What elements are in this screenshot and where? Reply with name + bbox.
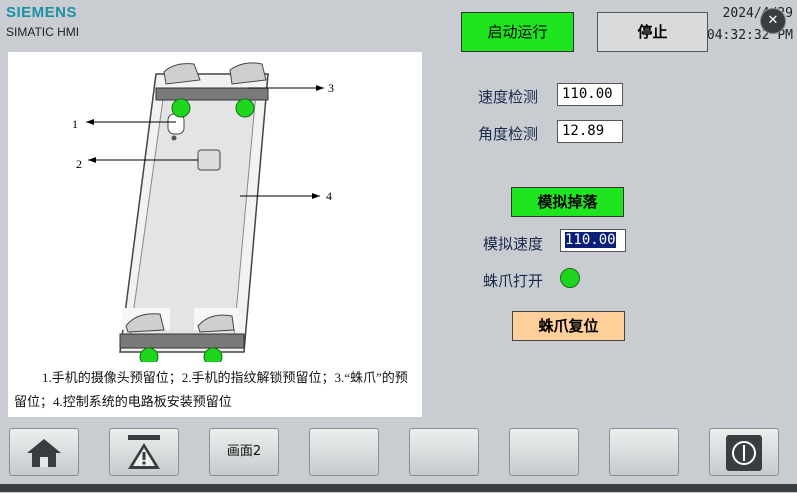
function-key-6[interactable] — [509, 428, 579, 476]
callout-4: 4 — [326, 189, 332, 203]
start-run-button[interactable]: 启动运行 — [461, 12, 574, 52]
home-button[interactable] — [9, 428, 79, 476]
callout-2: 2 — [76, 157, 82, 171]
claw-led-top-right — [235, 98, 255, 118]
power-button[interactable] — [709, 428, 779, 476]
product-name: SIMATIC HMI — [6, 25, 80, 39]
claw-led-bottom-left — [139, 347, 159, 367]
screen2-button[interactable]: 画面2 — [209, 428, 279, 476]
simulate-drop-button[interactable]: 模拟掉落 — [511, 187, 624, 217]
figure-caption: 1.手机的摄像头预留位；2.手机的指纹解锁预留位；3.“蛛爪”的预留位；4.控制… — [14, 370, 408, 409]
bottom-rail — [119, 333, 245, 349]
bottom-bar — [0, 484, 797, 492]
claw-led-bottom-right — [203, 347, 223, 367]
angle-label: 角度检测 — [478, 125, 539, 143]
home-icon — [27, 439, 61, 467]
claw-open-indicator — [560, 268, 580, 288]
sim-speed-label: 模拟速度 — [483, 235, 544, 253]
claw-reset-button[interactable]: 蛛爪复位 — [512, 311, 625, 341]
brand-logo: SIEMENS — [6, 4, 78, 21]
power-icon — [726, 435, 762, 471]
warning-icon — [128, 435, 160, 469]
function-key-5[interactable] — [409, 428, 479, 476]
function-key-4[interactable] — [309, 428, 379, 476]
sim-speed-value: 110.00 — [565, 232, 616, 248]
stop-button[interactable]: 停止 — [597, 12, 708, 52]
claw-top-left — [163, 63, 201, 85]
angle-field: 12.89 — [557, 120, 623, 143]
top-rail — [155, 87, 269, 101]
speed-label: 速度检测 — [478, 88, 539, 106]
camera-hole — [171, 135, 177, 141]
fingerprint-slot — [197, 149, 221, 171]
speed-field: 110.00 — [557, 83, 623, 106]
claw-top-right — [229, 62, 267, 85]
callout-3: 3 — [328, 81, 334, 95]
claw-bottom-right — [197, 314, 235, 333]
phone-tray-diagram: 1 2 3 4 — [72, 62, 334, 367]
sim-speed-input[interactable]: 110.00 — [560, 229, 626, 252]
claw-open-label: 蛛爪打开 — [483, 272, 544, 290]
close-icon[interactable]: ✕ — [760, 8, 786, 34]
alarm-button[interactable] — [109, 428, 179, 476]
claw-led-top-left — [171, 98, 191, 118]
function-key-7[interactable] — [609, 428, 679, 476]
callout-1: 1 — [72, 117, 78, 131]
claw-bottom-left — [125, 313, 165, 333]
diagram-panel: 1 2 3 4 1.手机的摄像头预留位；2.手机的指纹解锁预留位；3.“蛛爪”的… — [8, 52, 422, 417]
